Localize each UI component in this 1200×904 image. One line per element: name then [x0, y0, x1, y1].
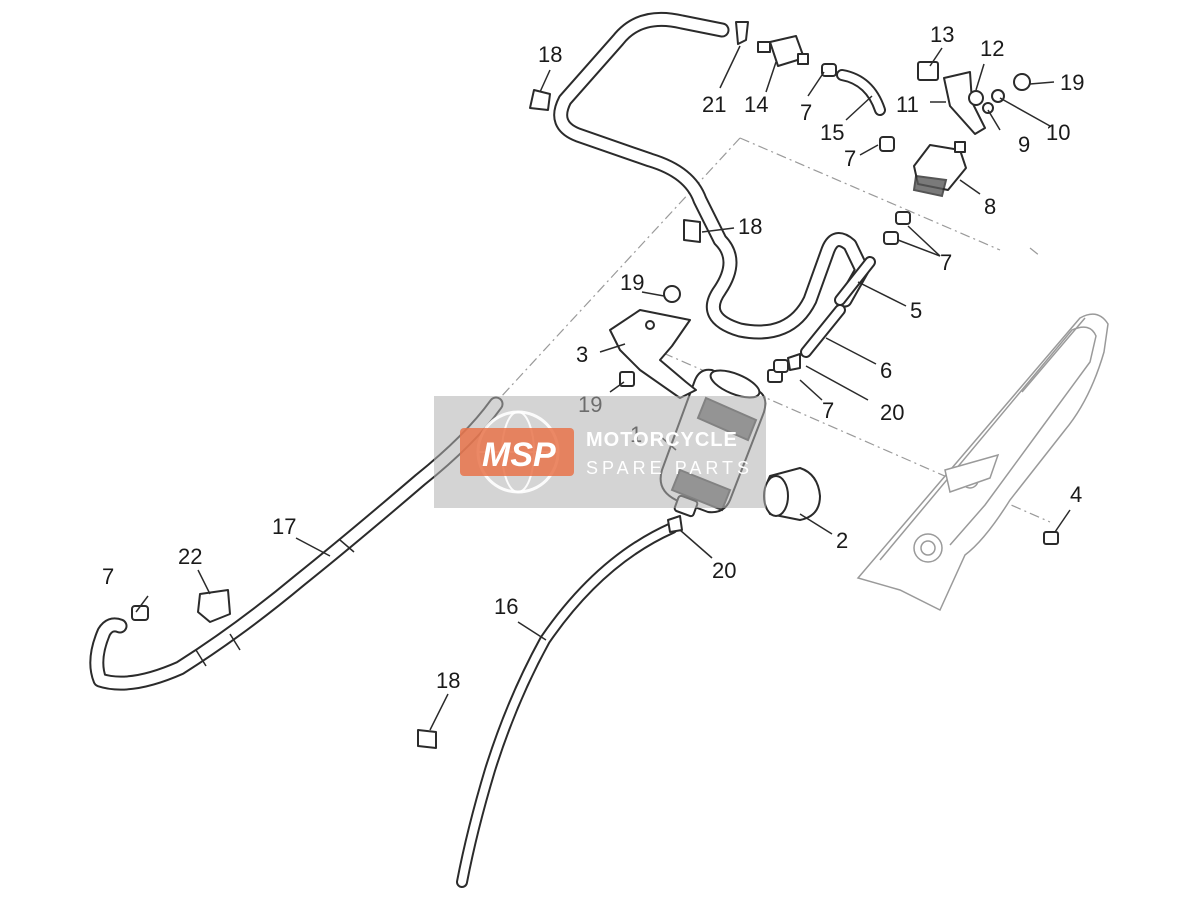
callout-7-canister: 7 [822, 398, 834, 423]
screw-12 [968, 90, 984, 106]
leader-lines [135, 45, 1071, 731]
callout-2: 2 [836, 528, 848, 553]
hose-upper-loop [553, 11, 870, 340]
clamp-7-a [895, 211, 911, 225]
hose-5 [834, 256, 876, 306]
clip-18-bottom [417, 729, 437, 749]
sleeve-part-2 [763, 467, 821, 521]
callout-3: 3 [576, 342, 588, 367]
watermark: MSP MOTORCYCLE SPARE PARTS [434, 396, 766, 508]
callout-17: 17 [272, 514, 296, 539]
valve-22 [197, 589, 231, 623]
bolt-part-4 [1043, 531, 1059, 545]
hose-16 [456, 522, 678, 888]
callout-10: 10 [1046, 120, 1070, 145]
clip-18-mid [683, 219, 701, 243]
callout-16: 16 [494, 594, 518, 619]
clamp-7-mid [879, 136, 895, 152]
hose-6 [800, 304, 846, 358]
callout-12: 12 [980, 36, 1004, 61]
watermark-line1: MOTORCYCLE [586, 429, 738, 451]
callout-labels: 1 2 3 4 5 6 7 7 7 7 7 8 9 10 11 12 13 14… [102, 22, 1084, 693]
hose-15 [836, 69, 886, 116]
clamp-19-c [1013, 73, 1031, 91]
callout-19-mid: 19 [620, 270, 644, 295]
callout-8: 8 [984, 194, 996, 219]
callout-13: 13 [930, 22, 954, 47]
valve-part-8 [912, 141, 967, 198]
clamp-19-a [663, 285, 681, 303]
callout-9: 9 [1018, 132, 1030, 157]
callout-14: 14 [744, 92, 768, 117]
clip-20-top [787, 353, 801, 371]
watermark-logo-badge [460, 428, 574, 476]
callout-20-bottom: 20 [712, 558, 736, 583]
washer-10 [991, 89, 1005, 103]
small-parts [131, 21, 1031, 749]
hose-17 [89, 396, 504, 691]
clip-20-bottom [667, 515, 683, 533]
callout-5: 5 [910, 298, 922, 323]
callout-6: 6 [880, 358, 892, 383]
bracket-part-3 [609, 309, 697, 399]
callout-15: 15 [820, 120, 844, 145]
callout-7-left: 7 [102, 564, 114, 589]
clamp-7-top [821, 63, 837, 77]
frame-section [856, 313, 1109, 612]
clip-18-top [529, 89, 551, 111]
callout-18-bottom: 18 [436, 668, 460, 693]
callout-20-top: 20 [880, 400, 904, 425]
callout-21: 21 [702, 92, 726, 117]
callout-19-top: 19 [1060, 70, 1084, 95]
watermark-logo: MSP [482, 436, 556, 474]
nut-13 [917, 61, 939, 81]
callout-7-top: 7 [800, 100, 812, 125]
clamp-7-left [131, 605, 149, 621]
washer-9 [982, 102, 994, 114]
callout-22: 22 [178, 544, 202, 569]
callout-18-top: 18 [538, 42, 562, 67]
fitting-part-14 [757, 35, 809, 67]
callout-4: 4 [1070, 482, 1082, 507]
watermark-line2: SPARE PARTS [586, 458, 753, 478]
clamp-7-b [883, 231, 899, 245]
callout-7-right: 7 [940, 250, 952, 275]
clamp-7-canister [773, 359, 789, 373]
callout-7-mid: 7 [844, 146, 856, 171]
callout-18-mid: 18 [738, 214, 762, 239]
clip-21 [735, 21, 749, 45]
bracket-part-11 [943, 71, 986, 135]
callout-11: 11 [896, 92, 919, 117]
